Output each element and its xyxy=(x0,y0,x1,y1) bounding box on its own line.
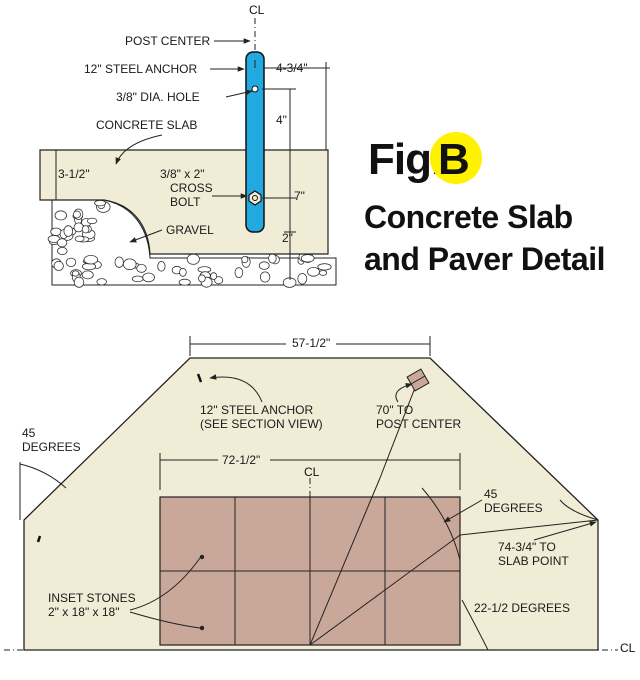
inset-stones-grid xyxy=(159,496,461,646)
gravel-stone xyxy=(258,261,270,270)
label-left-angle-line1: 45 xyxy=(22,426,36,440)
gravel-stone xyxy=(81,225,90,234)
gravel-stone xyxy=(317,263,332,271)
gravel-stone xyxy=(63,225,74,237)
label-inset-stones-1: INSET STONES xyxy=(48,591,136,605)
gravel-stone xyxy=(131,275,144,283)
label-post-center-1: 70" TO xyxy=(376,403,413,417)
label-hole: 3/8" DIA. HOLE xyxy=(116,90,200,104)
gravel-stone xyxy=(157,260,166,272)
gravel-stone xyxy=(74,235,85,242)
dim-bolt-depth: 7" xyxy=(294,189,305,203)
gravel-stone xyxy=(54,210,68,221)
gravel-stone xyxy=(53,260,64,271)
gravel-stone xyxy=(214,276,224,285)
dim-top-width: 57-1/2" xyxy=(292,336,330,350)
section-dimensions xyxy=(55,60,330,280)
gravel-stone xyxy=(71,270,80,277)
gravel-stone xyxy=(318,269,328,276)
anchor-mark-left xyxy=(36,535,42,543)
centerline-mark-plan-horizontal: CL xyxy=(620,641,636,655)
gravel-stone xyxy=(300,254,315,263)
dim-anchor-above-slab: 4-3/4" xyxy=(276,61,308,75)
centerline-mark-section: CL xyxy=(249,3,265,17)
label-gravel: GRAVEL xyxy=(166,223,214,237)
section-view: CL 4-3/4" 4" 7" 2" 3-1/2" POST CENTER 12… xyxy=(39,3,337,288)
gravel-stone xyxy=(114,256,124,268)
label-right-angle-line2: DEGREES xyxy=(484,501,543,515)
gravel-stone xyxy=(307,266,320,277)
label-inset-stones-2: 2" x 18" x 18" xyxy=(48,605,119,619)
label-post-center-2: POST CENTER xyxy=(376,417,461,431)
gravel-stone xyxy=(142,272,155,283)
gravel-stone xyxy=(210,272,218,280)
label-cross-bolt-line3: BOLT xyxy=(170,195,201,209)
gravel-stone xyxy=(86,217,98,225)
anchor-hole xyxy=(251,85,259,93)
gravel-stone xyxy=(297,273,308,285)
gravel-stone xyxy=(234,267,244,279)
gravel-stone xyxy=(94,199,106,207)
figure-title-block: Fig. B Concrete Slab and Paver Detail xyxy=(364,132,606,277)
label-small-angle: 22-1/2 DEGREES xyxy=(474,601,570,615)
dim-stones-width: 72-1/2" xyxy=(222,453,260,467)
gravel-stone xyxy=(96,278,107,286)
gravel-stone xyxy=(241,255,249,264)
label-right-angle-line1: 45 xyxy=(484,487,498,501)
gravel-stone xyxy=(268,253,277,264)
label-post-center: POST CENTER xyxy=(125,34,210,48)
gravel-stone xyxy=(179,267,187,277)
gravel-stone xyxy=(198,274,206,283)
label-slab-point-2: SLAB POINT xyxy=(498,554,569,568)
cross-bolt-icon xyxy=(248,190,262,206)
centerline-mark-plan-vertical: CL xyxy=(304,465,320,479)
dim-hole-to-slab: 4" xyxy=(276,113,287,127)
gravel-bed xyxy=(47,199,337,288)
label-left-angle-line2: DEGREES xyxy=(22,440,81,454)
gravel-stone xyxy=(72,210,81,219)
label-cross-bolt-line1: 3/8" x 2" xyxy=(160,167,205,181)
gravel-stone xyxy=(83,255,99,265)
label-slab-point-1: 74-3/4" TO xyxy=(498,540,556,554)
gravel-stone xyxy=(56,238,68,248)
gravel-stone xyxy=(65,257,77,267)
steel-anchor-post xyxy=(245,51,265,233)
plan-view: CL CL 57-1/2" 72-1/2" 45 DEGREES xyxy=(4,336,636,655)
title-line2: and Paver Detail xyxy=(364,241,605,277)
gravel-stone xyxy=(81,270,94,280)
label-concrete-slab: CONCRETE SLAB xyxy=(96,118,197,132)
gravel-stone xyxy=(178,278,191,286)
dim-slab-edge-thickness: 3-1/2" xyxy=(58,167,90,181)
label-steel-anchor-1: 12" STEEL ANCHOR xyxy=(200,403,314,417)
gravel-stone xyxy=(73,276,85,288)
label-cross-bolt-line2: CROSS xyxy=(170,181,213,195)
dim-bottom: 2" xyxy=(282,231,293,245)
gravel-stone xyxy=(259,271,271,283)
gravel-stone xyxy=(136,263,147,273)
gravel-stone xyxy=(122,258,137,271)
fig-letter-badge xyxy=(430,132,482,184)
title-line1: Concrete Slab xyxy=(364,199,573,235)
gravel-stone xyxy=(186,253,200,265)
label-steel-anchor-2: (SEE SECTION VIEW) xyxy=(200,417,323,431)
label-steel-anchor: 12" STEEL ANCHOR xyxy=(84,62,198,76)
fig-letter: B xyxy=(438,135,469,184)
anchor-mark-top-left xyxy=(196,373,203,383)
gravel-stone xyxy=(57,246,68,255)
